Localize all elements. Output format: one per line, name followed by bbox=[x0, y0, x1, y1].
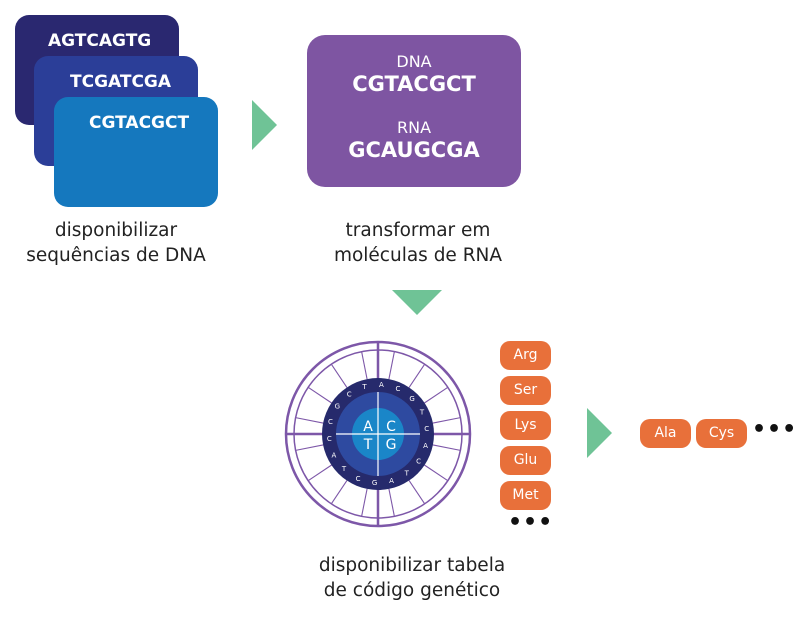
step1-caption-line2: sequências de DNA bbox=[26, 245, 206, 266]
amino-acid-arg: Arg bbox=[500, 341, 551, 370]
wheel-ring-letter: T bbox=[404, 470, 410, 478]
center-base-t: T bbox=[363, 437, 373, 453]
wheel-ring-letter: A bbox=[423, 442, 428, 450]
step1-caption-line1: disponibilizar bbox=[54, 220, 178, 241]
result-amino-acid-ala: Ala bbox=[640, 419, 691, 448]
wheel-spoke bbox=[388, 351, 395, 380]
amino-acid-glu: Glu bbox=[500, 446, 551, 475]
wheel-ring-letter: T bbox=[419, 409, 425, 417]
wheel-spoke bbox=[388, 488, 395, 517]
wheel-spokes bbox=[295, 351, 461, 517]
step2-caption: transformar em moléculas de RNA bbox=[304, 218, 532, 268]
wheel-ring-letter: T bbox=[341, 465, 347, 473]
arrow-right-icon bbox=[252, 100, 277, 150]
wheel-ring-letter: G bbox=[335, 403, 340, 411]
center-base-c: C bbox=[386, 419, 396, 435]
wheel-ring-letter: A bbox=[332, 451, 337, 459]
result-amino-acid-cys: Cys bbox=[696, 419, 747, 448]
wheel-spoke bbox=[330, 363, 348, 388]
rna-label: RNA bbox=[396, 118, 432, 137]
wheel-ring-letter: C bbox=[347, 390, 352, 398]
wheel-ring-letter: A bbox=[389, 477, 394, 485]
wheel-spoke bbox=[330, 480, 348, 505]
wheel-spoke bbox=[361, 488, 368, 517]
result-ellipsis: ••• bbox=[752, 417, 798, 442]
center-base-g: G bbox=[386, 437, 397, 453]
wheel-ring-letter: G bbox=[372, 479, 377, 487]
rna-sequence: GCAUGCGA bbox=[348, 138, 480, 162]
step2-caption-line1: transformar em bbox=[345, 220, 491, 241]
wheel-ring-letter: C bbox=[424, 425, 429, 433]
step3-caption-line1: disponibilizar tabela bbox=[318, 555, 506, 576]
wheel-ring-letter: C bbox=[327, 435, 332, 443]
wheel-spoke bbox=[361, 351, 368, 380]
dna-sequence: CGTACGCT bbox=[352, 72, 476, 96]
amino-acid-met: Met bbox=[500, 481, 551, 510]
wheel-spoke bbox=[295, 444, 324, 451]
wheel-spoke bbox=[424, 464, 449, 482]
wheel-ring-letter: T bbox=[361, 383, 367, 391]
wheel-ring-letter: C bbox=[328, 418, 333, 426]
wheel-ring-letter: A bbox=[379, 381, 384, 389]
wheel-ring-letter: G bbox=[409, 395, 414, 403]
dna-card-3-sequence: CGTACGCT bbox=[89, 113, 190, 133]
dna-card-1-sequence: AGTCAGTG bbox=[48, 31, 152, 51]
dna-card-3: CGTACGCT bbox=[54, 97, 218, 207]
wheel-ring-letter: C bbox=[416, 457, 421, 465]
dna-card-2-sequence: TCGATCGA bbox=[70, 72, 172, 92]
wheel-spoke bbox=[424, 386, 449, 404]
center-base-a: A bbox=[363, 419, 373, 435]
dna-label: DNA bbox=[396, 52, 432, 71]
step3-caption-line2: de código genético bbox=[323, 580, 501, 601]
wheel-spoke bbox=[408, 480, 426, 505]
arrow-right-icon-2 bbox=[587, 408, 612, 458]
wheel-ring-letter: C bbox=[395, 385, 400, 393]
wheel-spoke bbox=[295, 417, 324, 424]
amino-acid-ser: Ser bbox=[500, 376, 551, 405]
wheel-ring-letter: C bbox=[356, 475, 361, 483]
wheel-spoke bbox=[432, 417, 461, 424]
wheel-spoke bbox=[408, 363, 426, 388]
amino-acid-list-ellipsis: ••• bbox=[508, 510, 554, 535]
amino-acid-lys: Lys bbox=[500, 411, 551, 440]
wheel-spoke bbox=[307, 386, 332, 404]
wheel-spoke bbox=[307, 464, 332, 482]
transform-box: DNA CGTACGCT RNA GCAUGCGA bbox=[307, 35, 521, 187]
wheel-spoke bbox=[432, 444, 461, 451]
step2-caption-line2: moléculas de RNA bbox=[333, 245, 503, 266]
step1-caption: disponibilizar sequências de DNA bbox=[0, 218, 232, 268]
arrow-down-icon bbox=[392, 290, 442, 315]
step3-caption: disponibilizar tabela de código genético bbox=[280, 553, 544, 603]
